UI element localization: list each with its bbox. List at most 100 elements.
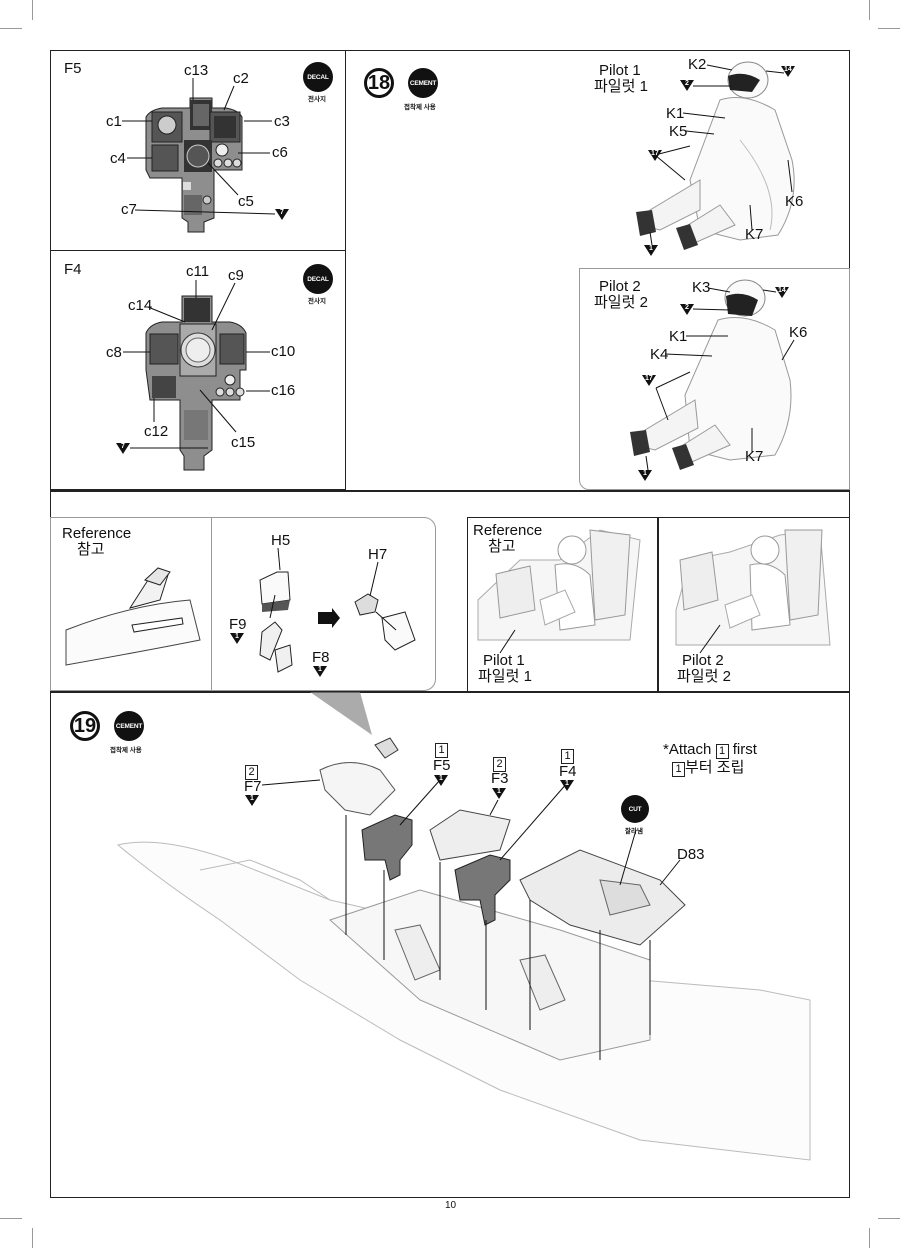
part-number-box: 1 bbox=[715, 744, 729, 759]
divider bbox=[657, 517, 659, 692]
reference-left-panel bbox=[50, 517, 436, 691]
crop-mark bbox=[869, 1228, 870, 1248]
label-k7: K7 bbox=[745, 226, 764, 243]
label-k7: K7 bbox=[745, 448, 764, 465]
reference-left-title: Reference bbox=[62, 525, 132, 542]
crop-mark bbox=[0, 28, 22, 29]
divider bbox=[50, 691, 850, 693]
label-c2: c2 bbox=[233, 70, 249, 87]
label-k1: K1 bbox=[669, 328, 688, 345]
label-k2: K2 bbox=[688, 56, 707, 73]
pilot2-title-ko: 파일럿 2 bbox=[594, 294, 648, 311]
reference-right-panel bbox=[467, 517, 850, 692]
label-k1: K1 bbox=[666, 105, 685, 122]
reference-pilot2-label-ko: 파일럿 2 bbox=[677, 668, 731, 685]
label-c5: c5 bbox=[238, 193, 254, 210]
marker-number: 1 bbox=[649, 245, 653, 252]
marker-number: 1 bbox=[235, 633, 239, 640]
label-c4: c4 bbox=[110, 150, 126, 167]
page-number: 10 bbox=[445, 1200, 457, 1211]
label-c14: c14 bbox=[128, 297, 153, 314]
marker-number: 2 bbox=[685, 304, 689, 311]
label-f5: F5 bbox=[433, 757, 451, 774]
label-k4: K4 bbox=[650, 346, 669, 363]
pilot1-title: Pilot 1 bbox=[599, 62, 641, 79]
marker-1 bbox=[434, 775, 448, 786]
label-c6: c6 bbox=[272, 144, 288, 161]
label-c11: c11 bbox=[186, 263, 210, 280]
part-number-box: 1 bbox=[561, 747, 574, 764]
part-number-box: 2 bbox=[493, 755, 506, 772]
f4-title: F4 bbox=[64, 261, 82, 278]
marker-1 bbox=[245, 795, 259, 806]
cut-badge: CUT bbox=[621, 795, 649, 823]
marker-1 bbox=[644, 245, 658, 256]
marker-number: 1 bbox=[439, 775, 443, 782]
label-c3: c3 bbox=[274, 113, 290, 130]
reference-pilot1-label-ko: 파일럿 1 bbox=[478, 668, 532, 685]
label-c15: c15 bbox=[231, 434, 256, 451]
label-f9: F9 bbox=[229, 616, 247, 633]
crop-mark bbox=[32, 0, 33, 20]
label-c10: c10 bbox=[271, 343, 296, 360]
label-f4: F4 bbox=[559, 763, 577, 780]
label-d83: D83 bbox=[677, 846, 705, 863]
label-c8: c8 bbox=[106, 344, 122, 361]
marker-number: 14 bbox=[778, 287, 786, 294]
decal-marker-7 bbox=[275, 209, 289, 220]
attach-note: *Attach 1 first bbox=[663, 742, 757, 759]
label-f7: F7 bbox=[244, 778, 262, 795]
label-c16: c16 bbox=[271, 382, 296, 399]
label-c9: c9 bbox=[228, 267, 244, 284]
marker-1 bbox=[560, 780, 574, 791]
marker-number: 2 bbox=[685, 80, 689, 87]
crop-mark bbox=[0, 1218, 22, 1219]
marker-number: 1 bbox=[643, 470, 647, 477]
label-h5: H5 bbox=[271, 532, 291, 549]
cut-badge-label: 잘라냄 bbox=[625, 828, 643, 835]
marker-1 bbox=[313, 666, 327, 677]
label-c7: c7 bbox=[121, 201, 137, 218]
attach-note-suffix: first bbox=[732, 741, 757, 758]
decal-badge-label: 전사지 bbox=[308, 96, 326, 103]
crop-mark bbox=[878, 1218, 900, 1219]
reference-left-title-ko: 참고 bbox=[77, 541, 105, 558]
crop-mark bbox=[878, 28, 900, 29]
cement-badge-label: 접착제 사용 bbox=[404, 104, 436, 111]
decal-marker-7 bbox=[116, 443, 130, 454]
marker-number: 1 bbox=[497, 788, 501, 795]
marker-1 bbox=[230, 633, 244, 644]
marker-14 bbox=[781, 66, 795, 77]
attach-note-prefix: *Attach bbox=[663, 741, 712, 758]
label-f8: F8 bbox=[312, 649, 330, 666]
decal-badge-label: 전사지 bbox=[308, 298, 326, 305]
part-number-box: 1 bbox=[672, 762, 685, 777]
decal-badge: DECAL bbox=[303, 264, 333, 294]
step-18-number: 18 bbox=[364, 68, 394, 98]
reference-right-title: Reference bbox=[473, 522, 543, 539]
label-c1: c1 bbox=[106, 113, 122, 130]
marker-2 bbox=[680, 304, 694, 315]
reference-pilot1-label: Pilot 1 bbox=[483, 652, 525, 669]
decal-badge: DECAL bbox=[303, 62, 333, 92]
pilot2-panel bbox=[579, 268, 850, 490]
step-19-number: 19 bbox=[70, 711, 100, 741]
label-h7: H7 bbox=[368, 546, 388, 563]
label-k6: K6 bbox=[789, 324, 808, 341]
label-c12: c12 bbox=[144, 423, 169, 440]
marker-1 bbox=[492, 788, 506, 799]
divider bbox=[50, 490, 850, 492]
f5-title: F5 bbox=[64, 60, 82, 77]
cement-badge-label: 접착제 사용 bbox=[110, 747, 142, 754]
marker-number: 17 bbox=[651, 150, 659, 157]
marker-2 bbox=[680, 80, 694, 91]
pilot1-title-ko: 파일럿 1 bbox=[594, 78, 648, 95]
